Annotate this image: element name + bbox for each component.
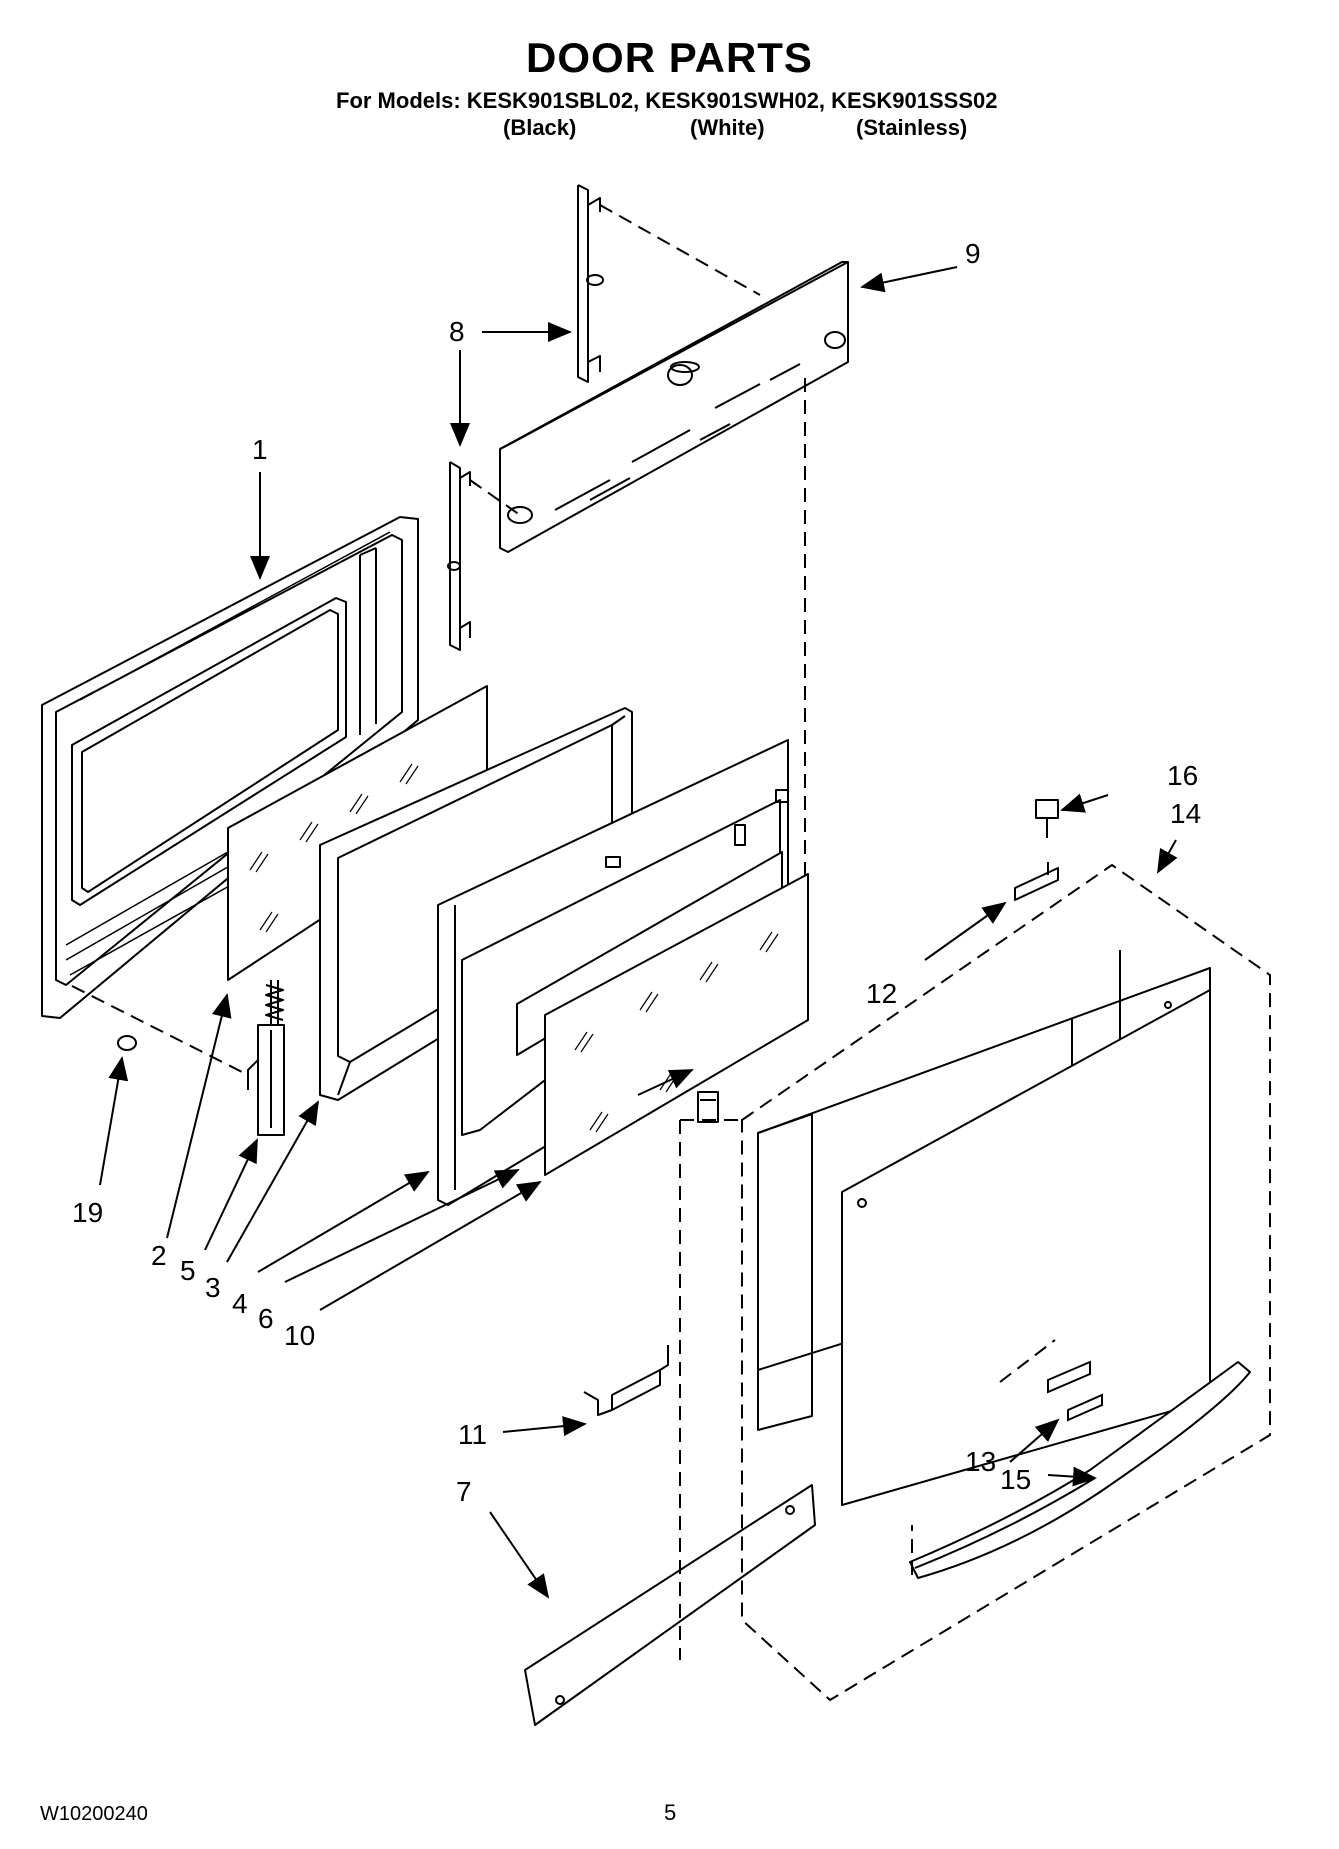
callout-7: 7 — [456, 1476, 472, 1507]
part-screw — [1035, 799, 1059, 838]
callout-5: 5 — [180, 1255, 196, 1286]
part-hinge-bracket-upper — [577, 184, 604, 383]
callout-14: 14 — [1170, 798, 1202, 829]
callout-3: 3 — [205, 1272, 221, 1303]
dashed-guide-lines — [71, 204, 1271, 1702]
part-door-handle — [909, 1361, 1251, 1579]
part-door-hinge — [247, 980, 285, 1136]
callout-10: 10 — [284, 1320, 316, 1351]
part-door-glass-front — [544, 873, 809, 1176]
part-top-vent-panel — [499, 261, 849, 553]
callout-19: 19 — [72, 1197, 104, 1228]
part-hinge-plate — [1014, 862, 1059, 901]
page-number: 5 — [664, 1800, 677, 1825]
finish-stainless: (Stainless) — [856, 115, 968, 140]
callout-11: 11 — [458, 1419, 488, 1450]
finish-white: (White) — [690, 115, 765, 140]
part-hinge-receiver — [697, 1091, 719, 1123]
callout-13: 13 — [965, 1446, 997, 1477]
document-number: W10200240 — [40, 1803, 148, 1825]
part-bottom-trim — [524, 1484, 816, 1726]
leader-arrows — [99, 266, 1178, 1599]
callout-8: 8 — [449, 316, 465, 347]
callout-12: 12 — [866, 978, 898, 1009]
callout-6: 6 — [258, 1303, 274, 1334]
callout-16: 16 — [1167, 760, 1199, 791]
part-hinge-bracket-lower — [447, 461, 471, 651]
callout-2: 2 — [151, 1240, 167, 1271]
part-glide-pin — [117, 1035, 137, 1051]
callout-9: 9 — [965, 238, 981, 269]
models-line: For Models: KESK901SBL02, KESK901SWH02, … — [336, 88, 998, 113]
part-outer-door-frame — [41, 516, 419, 1019]
page-title: DOOR PARTS — [526, 34, 813, 81]
callout-1: 1 — [252, 434, 268, 465]
part-bottom-bracket — [583, 1345, 669, 1416]
callout-4: 4 — [232, 1288, 248, 1319]
callout-15: 15 — [1000, 1464, 1032, 1495]
finish-black: (Black) — [503, 115, 577, 140]
